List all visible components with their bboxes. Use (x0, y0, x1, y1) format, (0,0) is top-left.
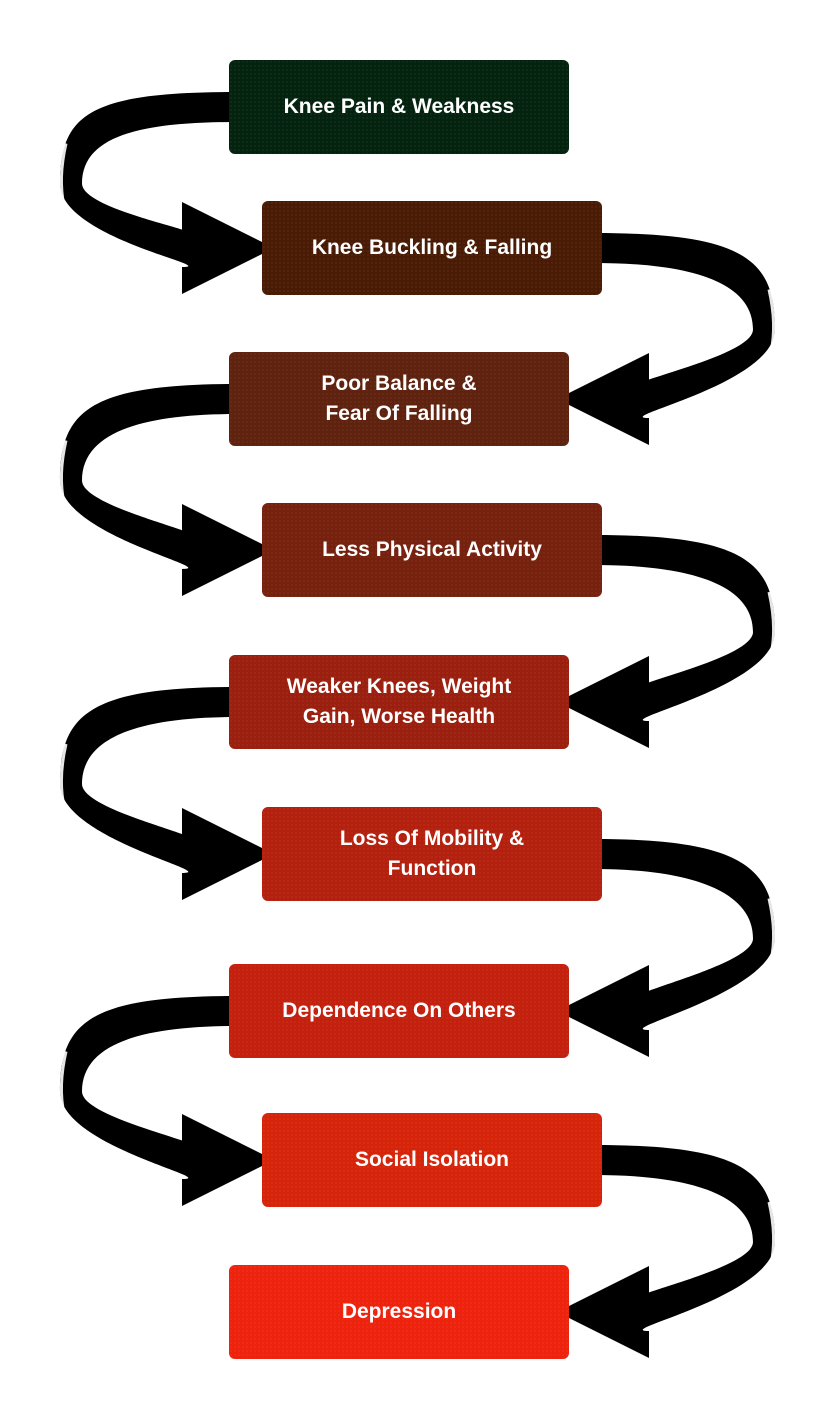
arrow-6-to-7 (59, 996, 274, 1206)
step-poor-balance-fear: Poor Balance & Fear Of Falling (229, 352, 569, 446)
arrow-0-to-1 (59, 92, 274, 294)
step-dependence-on-others: Dependence On Others (229, 964, 569, 1058)
arrow-4-to-5 (59, 687, 274, 900)
arrow-fold-highlight (767, 1201, 776, 1265)
arrow-1-to-2 (557, 233, 776, 445)
arrow-fold-highlight (767, 591, 776, 655)
curved-arrow-icon (557, 535, 775, 748)
arrow-7-to-8 (557, 1145, 776, 1358)
curved-arrow-icon (60, 92, 274, 294)
curved-arrow-icon (60, 687, 274, 900)
arrow-fold-highlight (767, 289, 776, 352)
step-knee-pain-weakness: Knee Pain & Weakness (229, 60, 569, 154)
step-social-isolation: Social Isolation (262, 1113, 602, 1207)
arrow-fold-highlight (59, 143, 68, 206)
curved-arrow-icon (557, 1145, 775, 1358)
curved-arrow-icon (60, 996, 274, 1206)
arrow-fold-highlight (59, 440, 68, 503)
curved-arrow-icon (60, 384, 274, 596)
arrow-fold-highlight (59, 1051, 68, 1114)
step-weaker-knees-health: Weaker Knees, Weight Gain, Worse Health (229, 655, 569, 749)
step-knee-buckling-falling: Knee Buckling & Falling (262, 201, 602, 295)
curved-arrow-icon (557, 839, 775, 1057)
curved-arrow-icon (557, 233, 775, 445)
arrow-2-to-3 (59, 384, 274, 596)
step-loss-of-mobility: Loss Of Mobility & Function (262, 807, 602, 901)
step-less-physical-activity: Less Physical Activity (262, 503, 602, 597)
step-depression: Depression (229, 1265, 569, 1359)
arrow-5-to-6 (557, 839, 776, 1057)
arrow-3-to-4 (557, 535, 776, 748)
arrow-fold-highlight (59, 743, 68, 807)
arrow-fold-highlight (767, 898, 776, 961)
